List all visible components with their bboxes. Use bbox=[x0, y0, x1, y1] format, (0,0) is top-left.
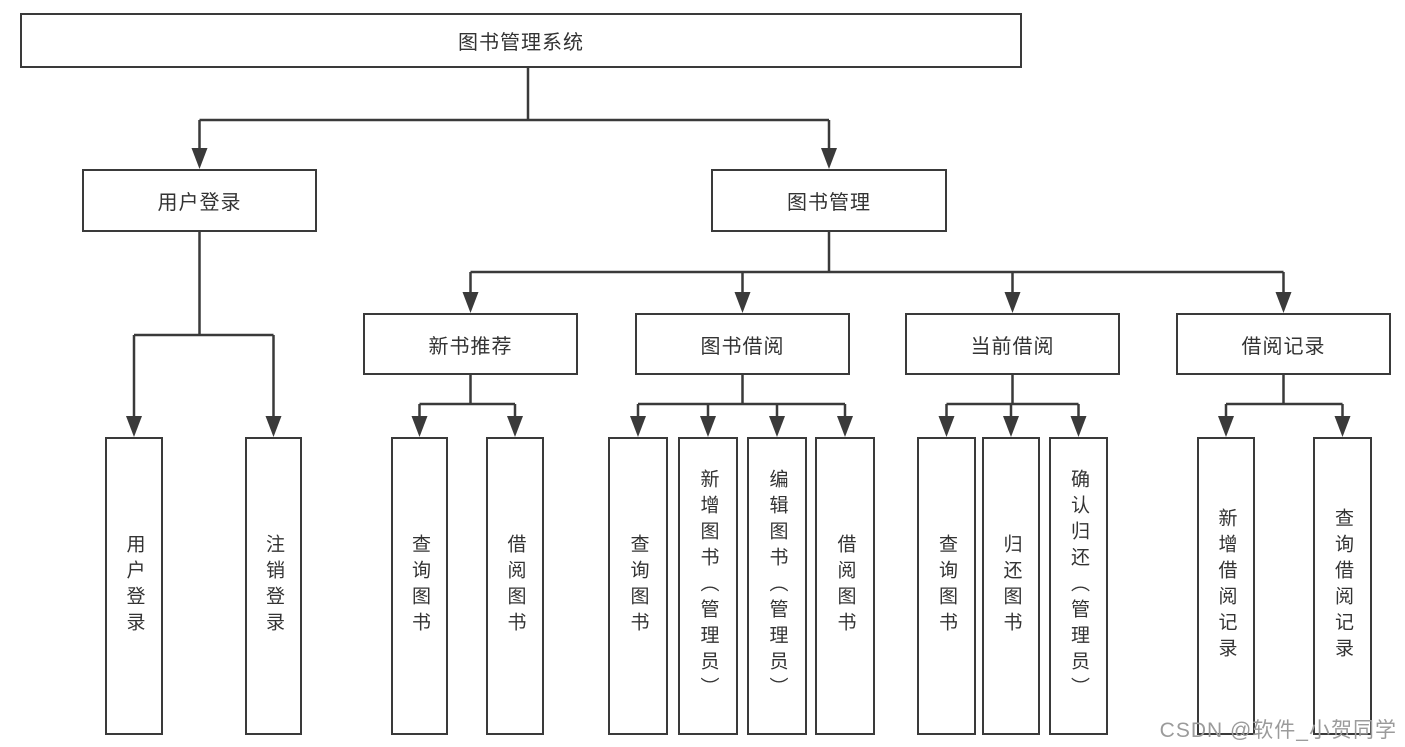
node-label: 借阅图书 bbox=[504, 534, 526, 638]
arrow-icon bbox=[1003, 416, 1019, 437]
node-label: 新增借阅记录 bbox=[1215, 508, 1237, 664]
arrow-icon bbox=[507, 416, 523, 437]
arrow-icon bbox=[700, 416, 716, 437]
connector-borrow-to-leaves bbox=[636, 375, 847, 418]
node-label: 查询图书 bbox=[627, 534, 649, 638]
node-label: 借阅记录 bbox=[1241, 335, 1326, 358]
leaf-query-books-borrow: 查询图书 bbox=[608, 437, 668, 735]
connector-records-to-leaves bbox=[1224, 375, 1344, 418]
arrow-icon bbox=[630, 416, 646, 437]
leaf-user-login: 用户登录 bbox=[105, 437, 163, 735]
arrow-icon bbox=[821, 148, 837, 169]
arrow-icon bbox=[769, 416, 785, 437]
leaf-query-books-rec: 查询图书 bbox=[391, 437, 448, 735]
node-label: 新书推荐 bbox=[428, 335, 513, 358]
node-label: 当前借阅 bbox=[970, 335, 1055, 358]
connector-rec-to-leaves bbox=[418, 375, 517, 418]
node-label: 确认归还（管理员） bbox=[1068, 469, 1089, 703]
node-label: 查询图书 bbox=[409, 534, 430, 638]
node-book-management: 图书管理 bbox=[711, 169, 947, 232]
connector-mgmt-to-level3 bbox=[469, 232, 1285, 294]
node-label: 编辑图书（管理员） bbox=[766, 469, 788, 703]
csdn-watermark: CSDN @软件_小贺同学 bbox=[1159, 719, 1397, 742]
leaf-return-books: 归还图书 bbox=[982, 437, 1040, 735]
node-label: 图书管理 bbox=[787, 192, 871, 214]
node-label: 图书管理系统 bbox=[458, 32, 584, 54]
node-user-login: 用户登录 bbox=[82, 169, 317, 232]
arrow-icon bbox=[126, 416, 142, 437]
arrow-icon bbox=[1004, 292, 1021, 313]
node-borrowing-records: 借阅记录 bbox=[1176, 313, 1391, 375]
connector-current-to-leaves bbox=[945, 375, 1080, 418]
leaf-borrow-books: 借阅图书 bbox=[815, 437, 875, 735]
leaf-borrow-books-rec: 借阅图书 bbox=[486, 437, 544, 735]
node-library-management-system: 图书管理系统 bbox=[20, 13, 1022, 68]
connector-root-to-level2 bbox=[198, 68, 831, 150]
arrow-icon bbox=[462, 292, 479, 313]
arrow-icon bbox=[265, 416, 282, 437]
leaf-add-borrow-record: 新增借阅记录 bbox=[1197, 437, 1255, 735]
node-new-book-recommendation: 新书推荐 bbox=[363, 313, 578, 375]
leaf-query-borrow-record: 查询借阅记录 bbox=[1313, 437, 1372, 735]
leaf-add-books-admin: 新增图书（管理员） bbox=[678, 437, 738, 735]
arrow-icon bbox=[1218, 416, 1234, 437]
leaf-edit-books-admin: 编辑图书（管理员） bbox=[747, 437, 807, 735]
node-label: 图书借阅 bbox=[700, 335, 785, 358]
arrow-icon bbox=[1275, 292, 1292, 313]
arrow-icon bbox=[1334, 416, 1351, 437]
arrow-icon bbox=[837, 416, 853, 437]
node-label: 查询借阅记录 bbox=[1332, 508, 1353, 664]
arrow-icon bbox=[1070, 416, 1087, 437]
node-label: 用户登录 bbox=[157, 192, 242, 214]
node-label: 新增图书（管理员） bbox=[697, 469, 719, 703]
node-label: 用户登录 bbox=[123, 534, 145, 638]
node-label: 归还图书 bbox=[1000, 534, 1022, 638]
arrow-icon bbox=[411, 416, 428, 437]
leaf-logout: 注销登录 bbox=[245, 437, 302, 735]
arrow-icon bbox=[938, 416, 955, 437]
node-label: 注销登录 bbox=[263, 534, 284, 638]
arrowheads bbox=[126, 148, 1351, 437]
node-current-borrowing: 当前借阅 bbox=[905, 313, 1120, 375]
arrow-icon bbox=[191, 148, 208, 169]
connector-user-to-leaves bbox=[132, 232, 275, 418]
node-label: 查询图书 bbox=[936, 534, 957, 638]
node-book-borrowing: 图书借阅 bbox=[635, 313, 850, 375]
leaf-query-books-current: 查询图书 bbox=[917, 437, 976, 735]
arrow-icon bbox=[734, 292, 751, 313]
node-label: 借阅图书 bbox=[834, 534, 856, 638]
leaf-confirm-return-admin: 确认归还（管理员） bbox=[1049, 437, 1108, 735]
